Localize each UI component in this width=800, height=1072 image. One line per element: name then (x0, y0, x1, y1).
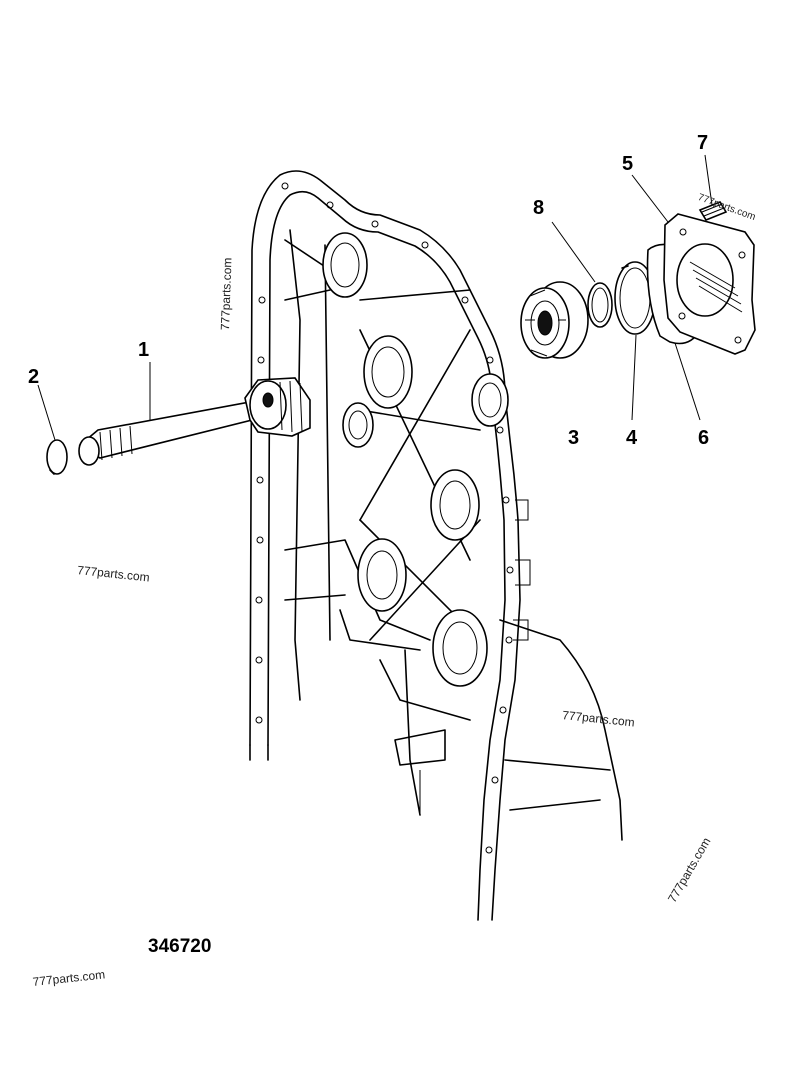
bolt-part-7 (698, 154, 728, 221)
callout-7: 7 (697, 132, 709, 154)
snap-ring-part-2 (37, 384, 68, 475)
bearing-bores (322, 232, 509, 687)
callout-8: 8 (533, 197, 545, 219)
bearing-part-3 (520, 281, 589, 359)
callout-2: 2 (28, 366, 40, 388)
callout-6: 6 (698, 427, 710, 449)
callout-3: 3 (568, 427, 580, 449)
callout-5: 5 (622, 153, 634, 175)
shaft-part-1 (78, 377, 311, 466)
watermark: 777parts.com (218, 257, 235, 331)
drawing-number: 346720 (148, 936, 212, 957)
callout-1: 1 (138, 339, 150, 361)
gear-housing (249, 170, 623, 921)
callout-4: 4 (626, 427, 638, 449)
cover-plate-part-5 (631, 174, 756, 355)
circlip-part-8 (551, 221, 613, 328)
